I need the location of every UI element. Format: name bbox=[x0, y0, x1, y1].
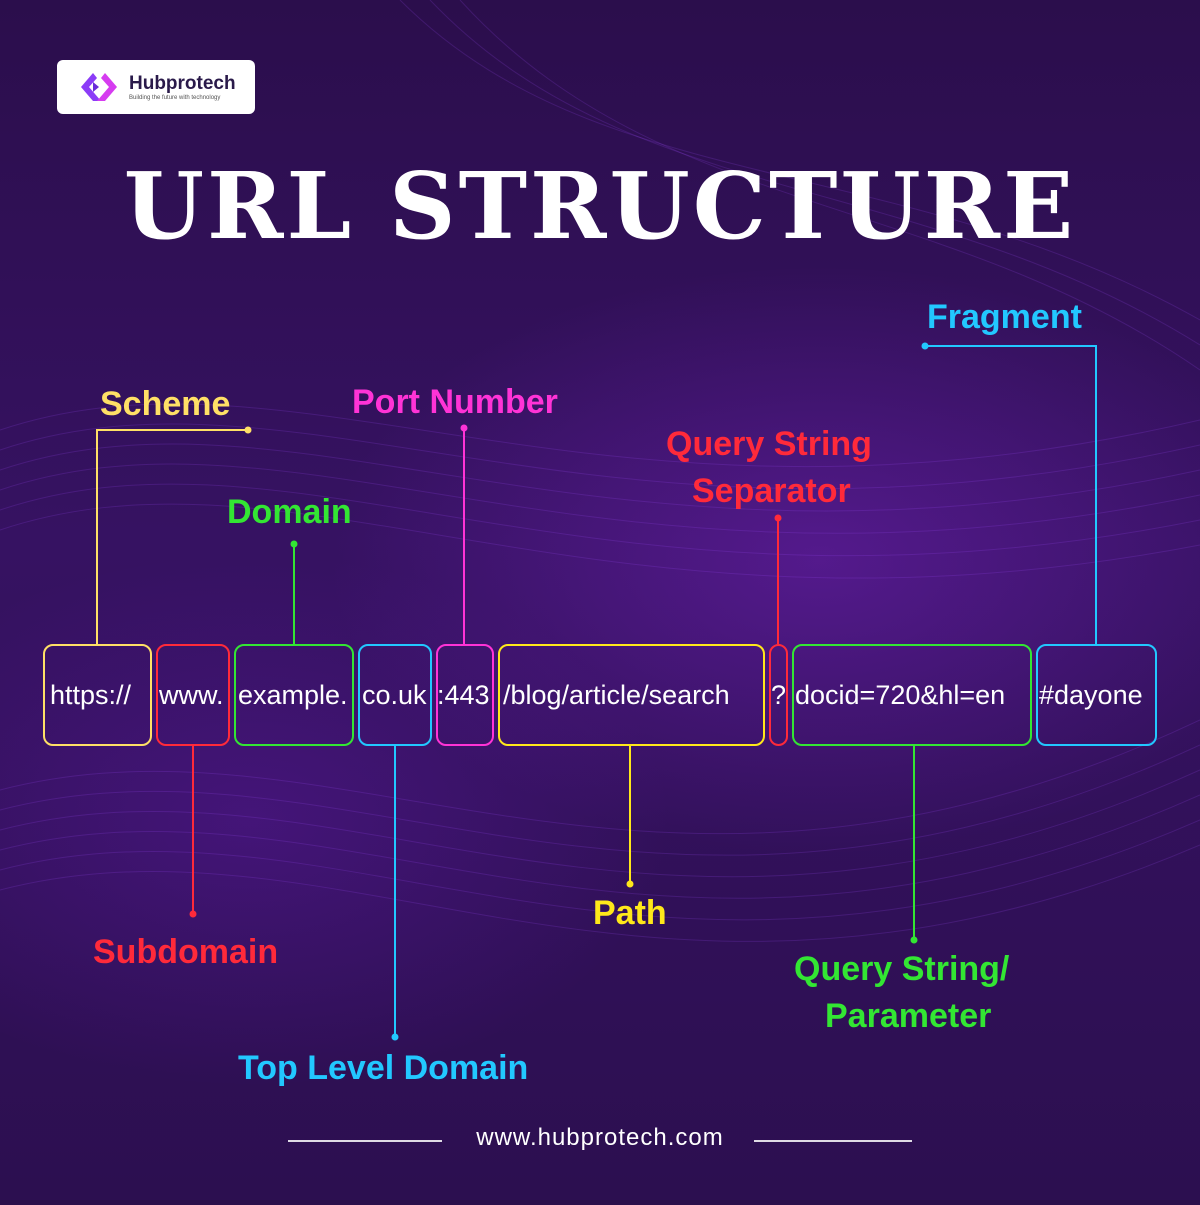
fragment-dot bbox=[921, 342, 929, 350]
segment-box-subdomain bbox=[156, 644, 230, 746]
segment-box-port bbox=[436, 644, 494, 746]
segment-box-query bbox=[792, 644, 1032, 746]
page-title: URL STRUCTURE bbox=[123, 152, 1077, 260]
brand-name: Hubprotech bbox=[129, 73, 236, 94]
tld-dot bbox=[391, 1033, 399, 1041]
label-tld: Top Level Domain bbox=[238, 1049, 529, 1087]
url-path-text: /blog/article/search bbox=[503, 680, 730, 710]
footer-website: www.hubprotech.com bbox=[476, 1124, 724, 1151]
url-port-text: :443 bbox=[437, 680, 490, 710]
query-dot bbox=[910, 936, 918, 944]
label-domain: Domain bbox=[227, 493, 352, 531]
url-domain-text: example. bbox=[238, 680, 348, 710]
domain-dot bbox=[290, 540, 298, 548]
label-subdomain: Subdomain bbox=[93, 933, 279, 971]
separator-dot bbox=[774, 514, 782, 522]
url-subdomain-text: www. bbox=[159, 680, 224, 710]
label-query-line2: Parameter bbox=[825, 997, 992, 1035]
subdomain-dot bbox=[189, 910, 197, 918]
fragment-connector bbox=[925, 345, 1097, 644]
label-scheme: Scheme bbox=[100, 385, 231, 423]
url-tld-text: co.uk bbox=[362, 680, 427, 710]
url-query-text: docid=720&hl=en bbox=[795, 680, 1006, 710]
segment-box-fragment bbox=[1036, 644, 1157, 746]
segment-box-tld bbox=[358, 644, 432, 746]
label-query-line1: Query String/ bbox=[794, 950, 1010, 988]
segment-box-domain bbox=[234, 644, 354, 746]
footer-divider-right bbox=[754, 1140, 912, 1142]
footer-divider-left bbox=[288, 1140, 442, 1142]
label-separator-line2: Separator bbox=[692, 472, 851, 510]
scheme-connector bbox=[96, 429, 248, 644]
label-port: Port Number bbox=[352, 383, 558, 421]
segment-box-separator bbox=[769, 644, 788, 746]
url-separator-text: ? bbox=[771, 680, 787, 710]
logo-card: Hubprotech Building the future with tech… bbox=[57, 60, 255, 114]
segment-box-path bbox=[498, 644, 765, 746]
url-scheme-text: https:// bbox=[50, 680, 132, 710]
segment-box-scheme bbox=[43, 644, 152, 746]
path-dot bbox=[626, 880, 634, 888]
brand-tagline: Building the future with technology bbox=[129, 95, 221, 101]
hubprotech-logo-icon bbox=[81, 73, 117, 101]
label-separator-line1: Query String bbox=[666, 425, 872, 463]
label-fragment: Fragment bbox=[927, 298, 1082, 336]
scheme-dot bbox=[244, 426, 252, 434]
url-fragment-text: #dayone bbox=[1039, 680, 1143, 710]
port-dot bbox=[460, 424, 468, 432]
label-path: Path bbox=[593, 894, 667, 932]
